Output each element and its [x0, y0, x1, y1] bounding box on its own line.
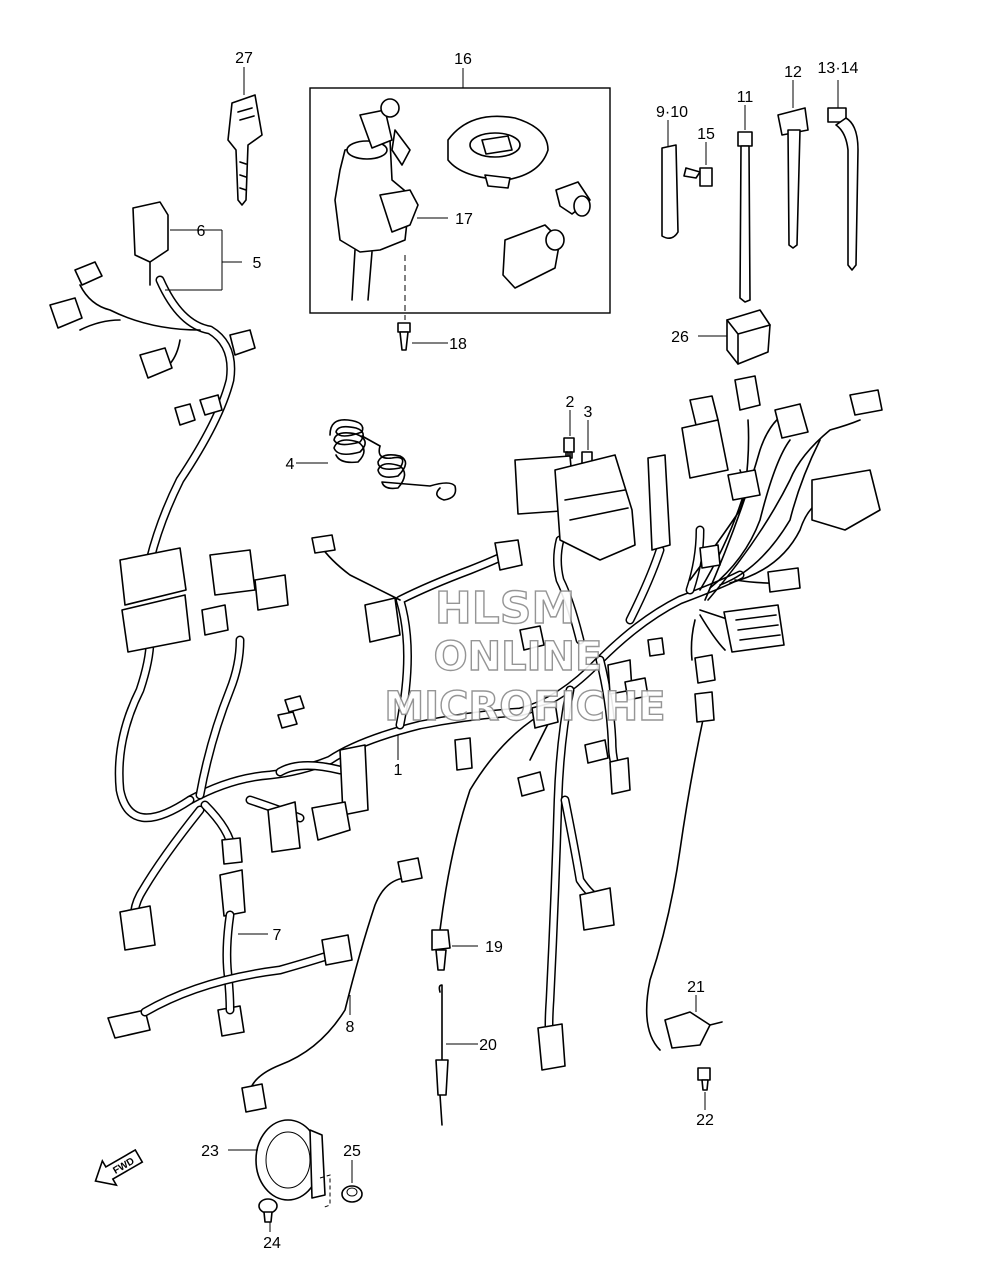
lock-set-box: [309, 87, 611, 314]
callout-12: 12: [784, 64, 802, 81]
sub-harness-8: [241, 857, 423, 1113]
callout-2: 2: [566, 394, 575, 411]
callout-18: 18: [449, 336, 467, 353]
callout-26: 26: [671, 329, 689, 346]
callout-19: 19: [485, 939, 503, 956]
bolt-24: [258, 1198, 278, 1223]
callout-7: 7: [273, 927, 282, 944]
callout-25: 25: [343, 1143, 361, 1160]
callout-22: 22: [696, 1112, 714, 1129]
callout-1: 1: [394, 762, 403, 779]
callout-20: 20: [479, 1037, 497, 1054]
callout-8: 8: [346, 1019, 355, 1036]
callout-13-14: 13·14: [818, 60, 859, 77]
screw-18: [397, 322, 411, 351]
callout-16: 16: [454, 51, 472, 68]
sub-harness-7: [140, 910, 353, 1017]
ignition-key: [227, 94, 263, 206]
switch-21: [664, 1011, 723, 1049]
callout-3: 3: [584, 404, 593, 421]
fuse-2: [563, 437, 575, 459]
horn-23: [255, 1119, 326, 1201]
harness-connectors: [49, 201, 883, 1071]
callout-5: 5: [253, 255, 262, 272]
cable-tie-13-14: [827, 107, 859, 271]
cable-tie-11: [737, 131, 753, 303]
screw-22: [697, 1067, 711, 1091]
callout-17: 17: [455, 211, 473, 228]
relay-26: [726, 309, 771, 365]
watermark-line3: MICROFICHE: [384, 684, 665, 730]
nut-25: [341, 1185, 363, 1203]
callout-11: 11: [737, 89, 754, 106]
callout-9-10: 9·10: [656, 104, 688, 121]
cable-tie-12: [777, 107, 809, 249]
helmet-lock: [502, 224, 565, 289]
callout-23: 23: [201, 1143, 219, 1160]
sensor-19: [431, 929, 451, 971]
ignition-switch: [334, 98, 419, 301]
callout-15: 15: [697, 126, 715, 143]
clamp-9-10: [661, 144, 679, 240]
watermark: HLSM ONLINE MICROFICHE: [384, 582, 667, 730]
fwd-arrow-icon: FWD: [94, 1148, 144, 1187]
main-wiring-harness: [79, 275, 861, 1051]
seat-lock-cylinder: [555, 181, 591, 217]
watermark-line1: HLSM: [435, 583, 575, 634]
callout-24: 24: [263, 1235, 281, 1252]
bolt-15: [683, 167, 713, 187]
callouts: 1 2 3 4 5 6 7 8 9·10 11 12 13·14 15 16 1…: [197, 50, 859, 1252]
callout-21: 21: [687, 979, 705, 996]
watermark-line2: ONLINE: [434, 634, 603, 680]
callout-27: 27: [235, 50, 253, 67]
spring-coil-4: [329, 418, 457, 501]
fwd-label: FWD: [111, 1156, 136, 1177]
callout-6: 6: [197, 223, 206, 240]
cable-20: [435, 984, 449, 1126]
callout-4: 4: [286, 456, 295, 473]
fuel-cap-lock: [447, 115, 549, 189]
